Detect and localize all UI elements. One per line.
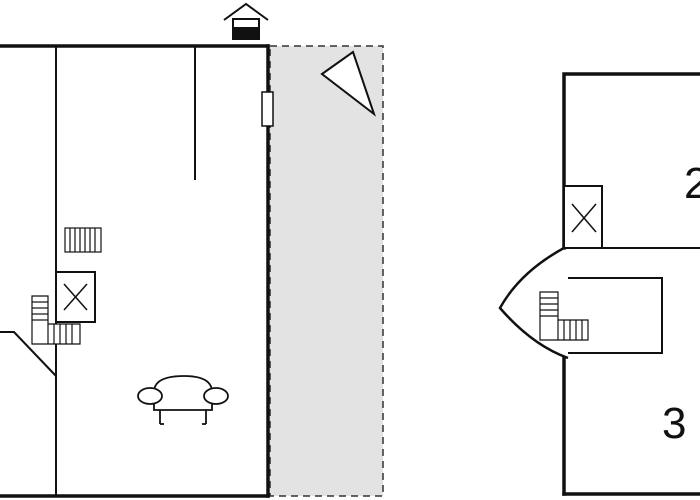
- exterior-walls: [0, 44, 270, 498]
- terrace-area: [269, 45, 384, 497]
- wall-window: [261, 91, 274, 127]
- staircase-icon: [64, 227, 102, 253]
- house-icon: [223, 2, 269, 40]
- staircase-icon: [539, 291, 589, 341]
- room-label-2: 2: [684, 159, 700, 208]
- compass-arrow-icon: [320, 50, 377, 117]
- left-floor-plan: [0, 2, 384, 498]
- chimney-icon: [563, 185, 603, 249]
- right-floor-plan: 2 3: [498, 72, 700, 496]
- sofa-icon: [137, 375, 229, 425]
- chimney-icon: [55, 271, 96, 323]
- staircase-icon: [31, 295, 81, 345]
- room-label-3: 3: [662, 399, 686, 448]
- interior-walls: [0, 46, 196, 496]
